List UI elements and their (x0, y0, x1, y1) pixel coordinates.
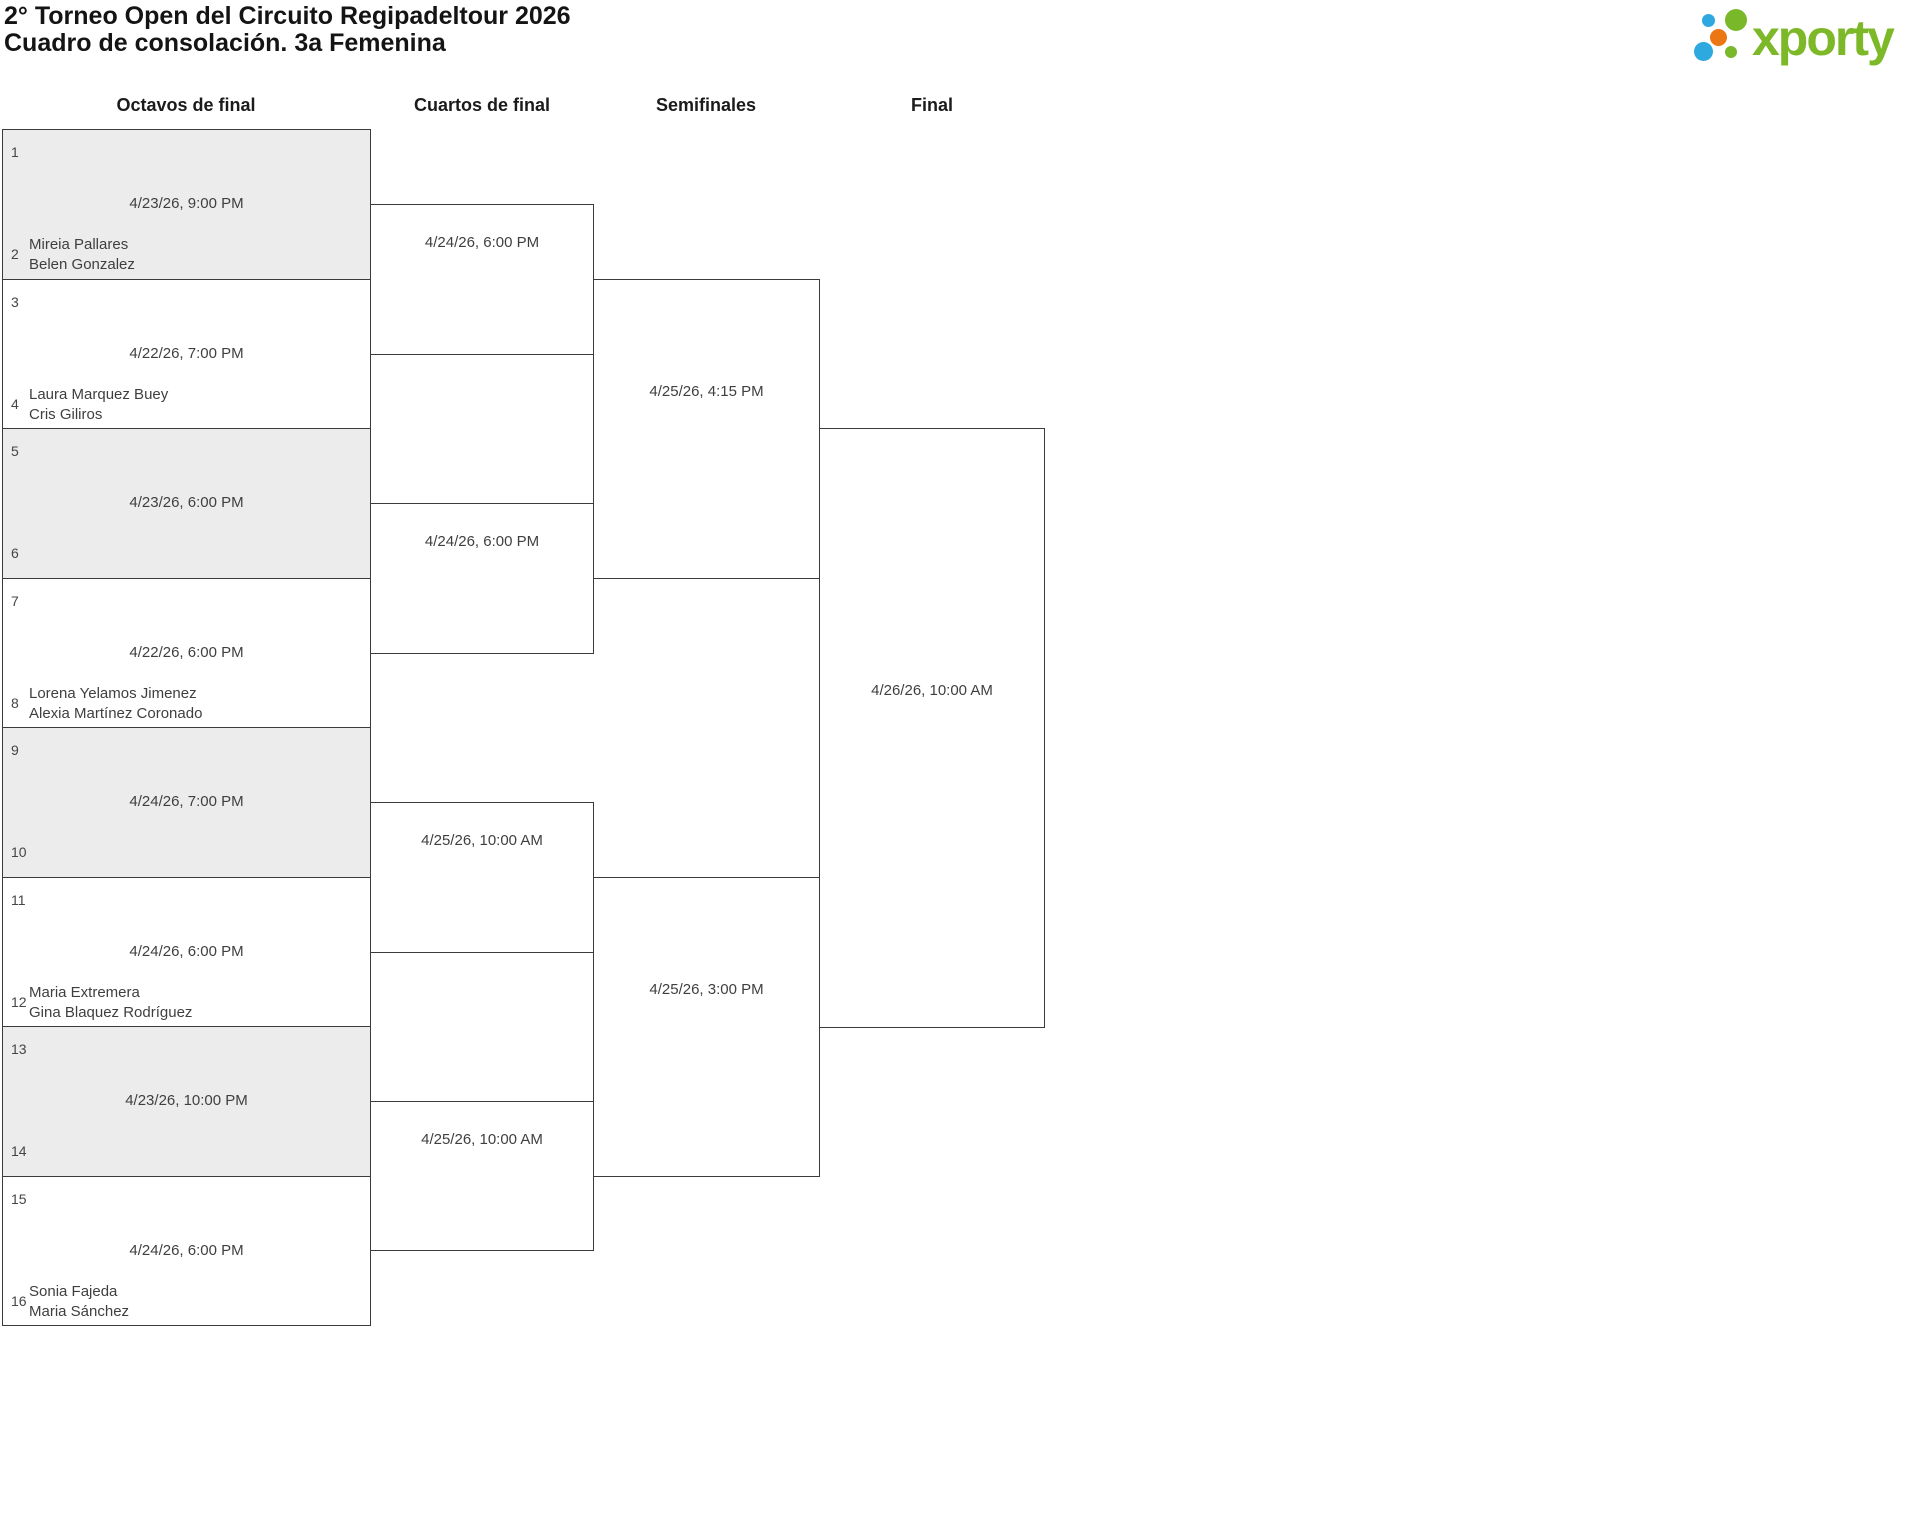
player-name: Laura Marquez Buey (29, 386, 169, 403)
team-players: Maria Extremera Gina Blaquez Rodríguez (29, 983, 192, 1023)
player-name: Maria Sánchez (29, 1303, 130, 1320)
page-subtitle: Cuadro de consolación. 3a Femenina (4, 29, 446, 57)
match-date: 4/22/26, 7:00 PM (129, 345, 244, 362)
match-date: 4/24/26, 6:00 PM (129, 1242, 244, 1259)
match-date: 4/22/26, 6:00 PM (129, 644, 244, 661)
match-date: 4/23/26, 10:00 PM (125, 1092, 248, 1109)
player-name: Mireia Pallares (29, 236, 129, 253)
round-header-cuartos: Cuartos de final (413, 95, 551, 115)
team-players: Mireia Pallares Belen Gonzalez (29, 235, 135, 275)
logo-dot-icon (1702, 14, 1715, 27)
match-date: 4/23/26, 9:00 PM (129, 195, 244, 212)
team-players: Laura Marquez Buey Cris Giliros (29, 385, 168, 425)
seed-number: 3 (11, 294, 19, 310)
round-header-semifinales: Semifinales (655, 95, 757, 115)
logo-dot-icon (1725, 46, 1737, 58)
match-date: 4/24/26, 6:00 PM (424, 234, 540, 251)
match-date: 4/25/26, 10:00 AM (421, 832, 543, 849)
match-date: 4/24/26, 6:00 PM (129, 943, 244, 960)
match-octavos-3[interactable]: 5 4/23/26, 6:00 PM 6 (2, 428, 371, 579)
seed-number: 2 (11, 246, 19, 262)
player-name: Alexia Martínez Coronado (29, 705, 203, 722)
logo-dot-icon (1694, 42, 1713, 61)
seed-number: 8 (11, 695, 19, 711)
round-header-final: Final (910, 95, 953, 115)
match-cuartos-1[interactable]: 4/24/26, 6:00 PM (370, 204, 594, 355)
player-name: Lorena Yelamos Jimenez (29, 685, 197, 702)
match-cuartos-4[interactable]: 4/25/26, 10:00 AM (370, 1101, 594, 1251)
seed-number: 7 (11, 593, 19, 609)
seed-number: 1 (11, 144, 19, 160)
match-date: 4/24/26, 6:00 PM (424, 533, 540, 550)
round-header-octavos: Octavos de final (116, 95, 256, 115)
seed-number: 14 (11, 1143, 27, 1159)
seed-number: 13 (11, 1041, 27, 1057)
match-cuartos-3[interactable]: 4/25/26, 10:00 AM (370, 802, 594, 953)
match-semifinal-1[interactable]: 4/25/26, 4:15 PM (593, 279, 820, 579)
match-date: 4/23/26, 6:00 PM (129, 494, 244, 511)
seed-number: 16 (11, 1293, 27, 1309)
player-name: Sonia Fajeda (29, 1283, 118, 1300)
seed-number: 5 (11, 443, 19, 459)
match-date: 4/25/26, 4:15 PM (649, 383, 764, 400)
player-name: Gina Blaquez Rodríguez (29, 1004, 193, 1021)
seed-number: 15 (11, 1191, 27, 1207)
logo-dot-icon (1725, 9, 1747, 31)
team-players: Sonia Fajeda Maria Sánchez (29, 1282, 129, 1322)
seed-number: 12 (11, 994, 27, 1010)
match-date: 4/26/26, 10:00 AM (871, 682, 993, 699)
seed-number: 4 (11, 396, 19, 412)
match-octavos-1[interactable]: 1 4/23/26, 9:00 PM 2 Mireia Pallares Bel… (2, 129, 371, 280)
match-date: 4/25/26, 10:00 AM (421, 1131, 543, 1148)
player-name: Cris Giliros (29, 406, 103, 423)
match-final[interactable]: 4/26/26, 10:00 AM (819, 428, 1045, 1028)
match-octavos-6[interactable]: 11 4/24/26, 6:00 PM 12 Maria Extremera G… (2, 877, 371, 1027)
player-name: Belen Gonzalez (29, 256, 135, 273)
seed-number: 9 (11, 742, 19, 758)
seed-number: 11 (11, 892, 26, 908)
match-octavos-8[interactable]: 15 4/24/26, 6:00 PM 16 Sonia Fajeda Mari… (2, 1176, 371, 1326)
match-octavos-5[interactable]: 9 4/24/26, 7:00 PM 10 (2, 727, 371, 878)
page-title: 2° Torneo Open del Circuito Regipadeltou… (4, 2, 571, 30)
match-octavos-4[interactable]: 7 4/22/26, 6:00 PM 8 Lorena Yelamos Jime… (2, 578, 371, 728)
match-cuartos-2[interactable]: 4/24/26, 6:00 PM (370, 503, 594, 654)
seed-number: 10 (11, 844, 27, 860)
match-date: 4/24/26, 7:00 PM (129, 793, 244, 810)
player-name: Maria Extremera (29, 984, 140, 1001)
seed-number: 6 (11, 545, 19, 561)
match-octavos-7[interactable]: 13 4/23/26, 10:00 PM 14 (2, 1026, 371, 1177)
logo-wordmark: xporty (1752, 10, 1895, 66)
match-semifinal-2[interactable]: 4/25/26, 3:00 PM (593, 877, 820, 1177)
xporty-logo[interactable]: xporty (1690, 4, 1916, 76)
match-date: 4/25/26, 3:00 PM (649, 981, 764, 998)
team-players: Lorena Yelamos Jimenez Alexia Martínez C… (29, 684, 202, 724)
logo-dot-icon (1710, 29, 1727, 46)
match-octavos-2[interactable]: 3 4/22/26, 7:00 PM 4 Laura Marquez Buey … (2, 279, 371, 429)
